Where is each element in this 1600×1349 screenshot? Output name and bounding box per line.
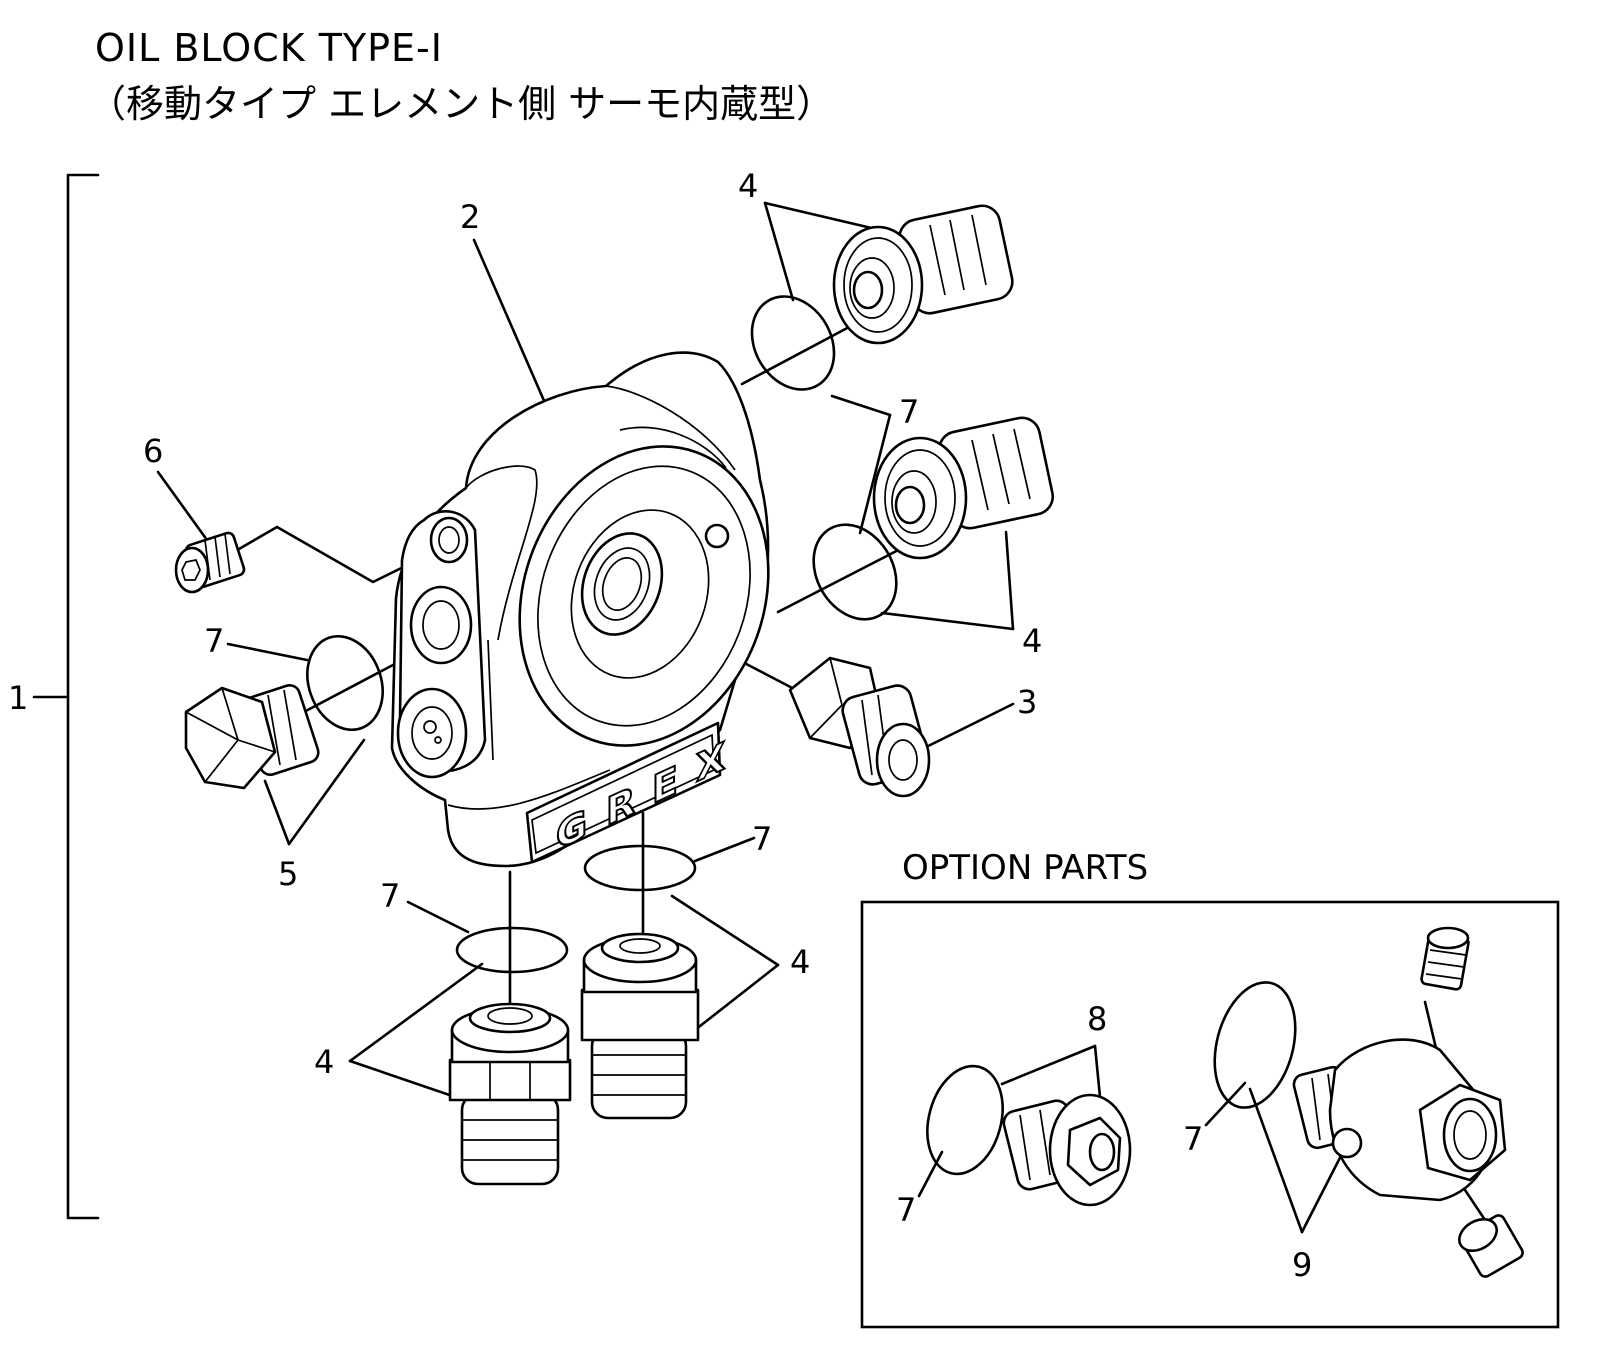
- leader-lines: [156, 201, 1487, 1234]
- option-parts-title: OPTION PARTS: [902, 848, 1149, 888]
- label-4-top-right: 4: [738, 167, 758, 205]
- fitting-top-right: [832, 204, 1014, 345]
- label-7-option-left: 7: [896, 1191, 916, 1229]
- label-5: 5: [278, 855, 298, 893]
- option-sensor-adapter: [1213, 926, 1524, 1278]
- label-7-bottom-left: 7: [380, 877, 400, 915]
- assembly-bracket: [32, 173, 100, 1220]
- diagram-subtitle: （移動タイプ エレメント側 サーモ内蔵型）: [88, 82, 835, 126]
- label-8: 8: [1087, 1000, 1107, 1038]
- label-9: 9: [1292, 1246, 1312, 1284]
- o-rings: [306, 295, 898, 974]
- label-7-bottom-right: 7: [752, 820, 772, 858]
- callout-labels: 1 2 4 7 6 7 4 3 5 7 7 4 4 8 7 7 9: [8, 167, 1312, 1284]
- grex-letter-r: R: [606, 778, 635, 835]
- label-6: 6: [143, 432, 163, 470]
- label-4-right-middle: 4: [1022, 622, 1042, 660]
- fitting-bottom-right: [580, 932, 700, 1120]
- label-2: 2: [460, 198, 480, 236]
- center-bolt: [788, 656, 931, 798]
- fitting-right-middle: [872, 416, 1055, 560]
- label-7-option-right: 7: [1183, 1120, 1203, 1158]
- label-4-bottom-left: 4: [314, 1043, 334, 1081]
- grex-logo-plate: G R E X: [525, 721, 726, 864]
- diagram-title: OIL BLOCK TYPE-I: [95, 26, 443, 70]
- socket-plug: [174, 531, 246, 594]
- option-plug-assembly: [926, 1064, 1132, 1207]
- label-7-right-upper: 7: [899, 393, 919, 431]
- label-4-bottom-right: 4: [790, 943, 810, 981]
- label-3: 3: [1017, 683, 1037, 721]
- label-1: 1: [8, 679, 28, 717]
- option-parts-frame: [860, 900, 1560, 1329]
- hex-plug: [184, 683, 320, 790]
- label-7-left: 7: [204, 622, 224, 660]
- oil-block-body: [390, 351, 770, 868]
- fitting-bottom-left: [448, 1002, 572, 1186]
